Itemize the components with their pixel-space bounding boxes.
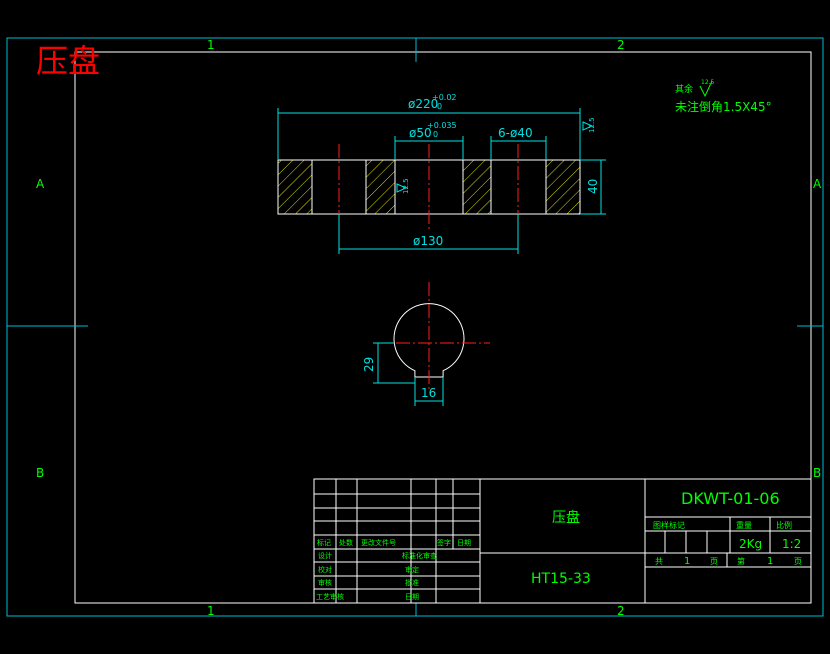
title-block-sheet-unit: 页: [710, 557, 718, 566]
dim-text-keyway-width: 16: [421, 386, 436, 400]
title-block-person-review: 审核: [318, 578, 332, 587]
dim-text-roughness-side: 12.5: [588, 117, 596, 133]
title-block-sheets-total-label: 共: [655, 557, 663, 566]
roughness-symbol-bore: [396, 183, 408, 193]
title-block-rev-header-doc: 更改文件号: [361, 538, 396, 547]
title-block-sheet-no: 1: [767, 556, 773, 567]
dim-text-thickness: 40: [586, 179, 600, 194]
title-block-rev-header-date: 日期: [457, 539, 471, 547]
hatch-left-rim: [278, 160, 312, 214]
dim-text-holes: 6-ø40: [498, 126, 533, 140]
title-block: 压盘 HT15-33 DKWT-01-06 2Kg 1:2 图样标记 重量 比例…: [313, 478, 812, 604]
title-block-right-date: 日期: [405, 593, 419, 601]
title-block-rev-header-mark: 标记: [317, 538, 331, 547]
hatch-right-rim: [546, 160, 580, 214]
title-block-person-process: 工艺审核: [316, 592, 344, 601]
hatch-left-web: [366, 160, 395, 214]
drawing-border: [74, 51, 812, 604]
section-view: ø220 +0.02 0 ø50 +0.035 0 6-ø40 ø130 40 …: [277, 93, 606, 254]
title-block-drawing-number: DKWT-01-06: [681, 489, 780, 508]
dim-text-outer-dia-tol-lower: 0: [437, 102, 442, 111]
title-block-scale: 1:2: [782, 537, 801, 551]
roughness-symbol-side: [582, 121, 594, 131]
zone-label-right-b: B: [813, 466, 821, 480]
note-roughness-symbol: [699, 80, 713, 98]
zone-label-right-a: A: [813, 177, 822, 191]
dim-text-bore-tol-upper: +0.035: [427, 121, 457, 130]
keyway-view: 29 16: [362, 282, 490, 406]
title-block-sheet-label: 第: [737, 556, 745, 566]
title-block-scale-header: 比例: [776, 520, 792, 530]
note-roughness-value: 12.5: [701, 79, 715, 86]
outer-frame: [6, 37, 824, 617]
dim-text-bore-tol-lower: 0: [433, 130, 438, 139]
zone-label-bottom-1: 1: [207, 604, 215, 618]
title-block-right-standard: 标准化审查: [402, 551, 437, 560]
note-chamfer: 未注倒角1.5X45°: [675, 99, 772, 114]
title-block-sheets-total: 1: [684, 556, 690, 567]
note-roughness-label: 其余: [675, 83, 693, 95]
hatch-right-web: [463, 160, 491, 214]
zone-label-left-a: A: [36, 177, 45, 191]
title-mark: 压盘: [36, 42, 100, 80]
title-block-rev-header-sign: 签字: [437, 538, 451, 547]
zone-label-bottom-2: 2: [617, 604, 625, 618]
title-block-weight: 2Kg: [739, 537, 762, 551]
dim-text-keyway-depth: 29: [362, 357, 376, 372]
title-block-material: HT15-33: [531, 571, 591, 587]
zone-label-left-b: B: [36, 466, 44, 480]
dim-text-roughness-bore: 12.5: [402, 178, 410, 194]
dim-text-outer-dia-tol-upper: +0.02: [432, 93, 457, 102]
title-block-person-check: 校对: [318, 565, 332, 574]
title-block-weight-header: 重量: [736, 520, 752, 530]
zone-ticks: [7, 38, 823, 616]
title-block-stage-header: 图样标记: [653, 520, 685, 530]
dim-text-bore: ø50: [409, 126, 432, 140]
dim-text-pitch: ø130: [413, 234, 443, 248]
title-block-right-ratify: 批准: [405, 578, 419, 587]
zone-label-top-2: 2: [617, 38, 625, 52]
dim-text-outer-dia: ø220: [408, 97, 438, 111]
title-block-part-name: 压盘: [552, 509, 580, 526]
title-block-sheet-unit2: 页: [794, 557, 802, 566]
title-block-right-approve: 审定: [405, 565, 419, 574]
zone-label-top-1: 1: [207, 38, 215, 52]
keyway-profile: [393, 303, 465, 378]
title-block-person-design: 设计: [318, 551, 332, 560]
title-block-rev-header-count: 处数: [339, 538, 353, 547]
